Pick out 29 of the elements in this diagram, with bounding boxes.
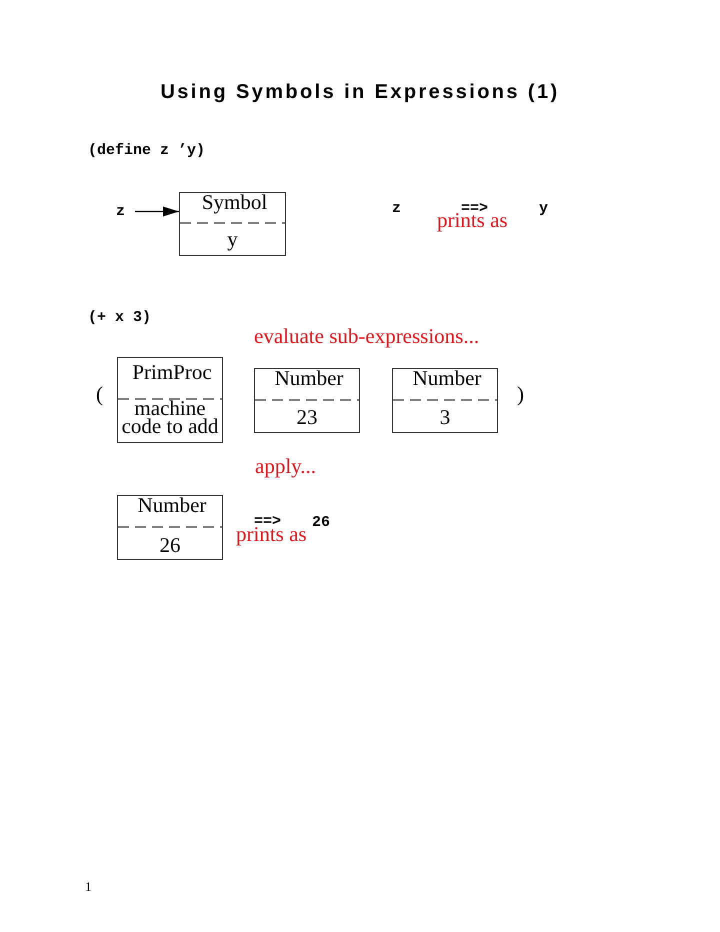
object-box [117, 357, 223, 443]
code-text: z [392, 201, 402, 216]
annotation-text: prints as [236, 524, 307, 545]
value-label: 26 [160, 536, 180, 554]
object-box [179, 192, 286, 256]
object-box [117, 495, 223, 560]
type-label: Number [138, 496, 206, 514]
annotation-text: evaluate sub-expressions... [254, 326, 480, 347]
value-label: y [227, 230, 238, 248]
title: Using Symbols in Expressions (1) [160, 82, 560, 102]
type-label: PrimProc [132, 363, 212, 381]
parenthesis: ) [517, 384, 524, 405]
arrow [135, 206, 179, 216]
object-box [392, 368, 498, 433]
code-text: (+ x 3) [88, 310, 152, 325]
value-label: machine code to add [120, 399, 220, 435]
annotation-text: apply... [255, 456, 316, 477]
value-label: 3 [440, 408, 450, 426]
type-label: Symbol [202, 193, 268, 211]
variable-name: z [116, 204, 126, 219]
page-number: 1 [85, 880, 92, 893]
type-label: Number [412, 369, 482, 387]
code-text: y [539, 201, 548, 216]
code-text: 26 [312, 515, 330, 530]
value-label: 23 [296, 408, 318, 426]
type-label: Number [274, 369, 344, 387]
code-text: (define z ’y) [88, 143, 206, 158]
object-box [254, 368, 360, 433]
parenthesis: ( [96, 384, 103, 405]
